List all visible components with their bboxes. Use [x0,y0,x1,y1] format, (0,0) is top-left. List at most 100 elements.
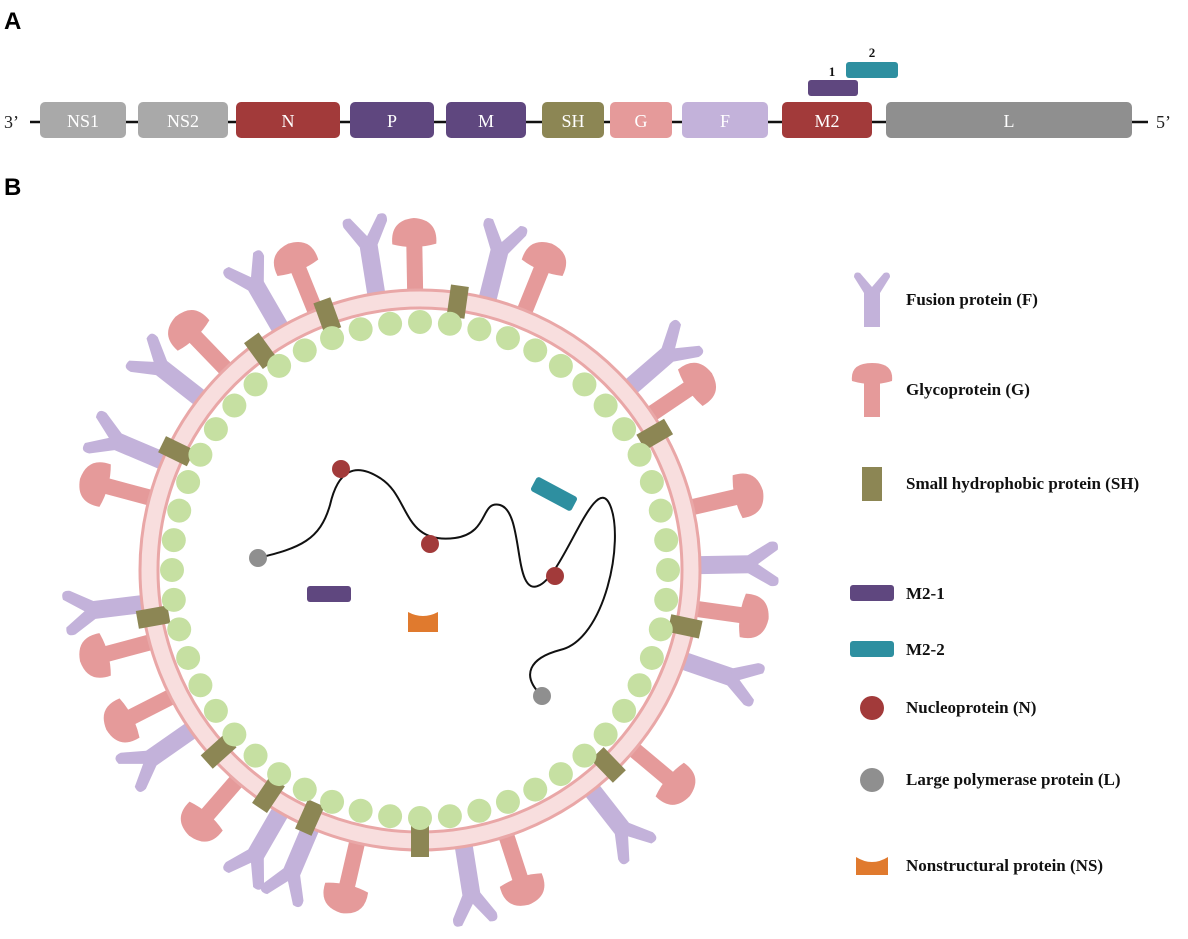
genome-5-prime-label: 5’ [1156,112,1171,132]
polymerase-icon [846,750,898,810]
matrix-protein-bead [408,806,432,830]
matrix-protein-bead [292,338,317,363]
panel-label-b: B [4,174,22,201]
matrix-protein-bead [572,743,597,768]
matrix-protein-bead [548,762,573,787]
matrix-protein-bead [188,442,213,467]
m2-2-icon [846,620,898,680]
matrix-protein-bead [176,645,201,670]
glycoprotein-spike [79,462,166,509]
genome-map: 3’ 5’ NS1 NS2 N P M SH G F M2 L 1 2 [4,45,1171,138]
matrix-protein-bead [176,470,201,495]
matrix-protein-bead [161,587,186,612]
matrix-protein-bead [437,804,462,829]
glycoprotein-spike [323,827,369,914]
matrix-protein-bead [467,317,492,342]
panel-label-a: A [4,8,22,35]
legend-item-ns: Nonstructural protein (NS) [846,836,1103,896]
m2-orf2-label: 2 [869,45,876,60]
gene-box-n [236,102,340,138]
legend-item-g: Glycoprotein (G) [846,360,1030,420]
gene-label-m2: M2 [814,111,839,131]
matrix-protein-bead [523,777,548,802]
gene-label-n: N [282,111,295,131]
matrix-protein-bead [243,372,268,397]
gene-label-f: F [720,111,730,131]
gene-label-m: M [478,111,494,131]
gene-label-g: G [635,111,648,131]
matrix-protein-bead [267,762,292,787]
legend-label-g: Glycoprotein (G) [906,380,1030,399]
legend-label-n: Nucleoprotein (N) [906,698,1037,717]
gene-box-l [886,102,1132,138]
matrix-protein-bead [648,498,673,523]
legend-item-sh: Small hydrophobic protein (SH) [846,454,1176,514]
legend-label-l: Large polymerase protein (L) [906,770,1121,789]
fusion-protein-icon [846,270,898,330]
matrix-protein-bead [654,587,679,612]
gene-label-p: P [387,111,397,131]
gene-box-m2 [782,102,872,138]
fusion-protein-spike [685,541,779,587]
nucleoprotein [332,460,350,478]
legend-item-m22: M2-2 [846,620,945,680]
matrix-protein-bead [203,698,228,723]
legend-label-sh: Small hydrophobic protein (SH) [906,474,1140,493]
matrix-protein-bead [654,528,679,553]
matrix-protein-bead [167,617,192,642]
glycoprotein-spike [79,631,166,678]
gene-box-p [350,102,434,138]
matrix-protein-bead [627,673,652,698]
matrix-protein-bead [437,311,462,336]
matrix-protein-bead [378,804,403,829]
sh-protein [667,614,703,639]
matrix-protein-bead [222,393,247,418]
matrix-protein-bead [648,617,673,642]
legend-item-n: Nucleoprotein (N) [846,678,1036,738]
m2-orf1-label: 1 [829,64,836,79]
legend-label-m22: M2-2 [906,640,945,659]
matrix-protein-bead [593,393,618,418]
matrix-protein-bead [348,798,373,823]
matrix-protein-bead [548,353,573,378]
matrix-protein-bead [320,789,345,814]
gene-box-ns2 [138,102,228,138]
gene-label-ns2: NS2 [167,111,199,131]
matrix-protein-bead [203,417,228,442]
matrix-protein-bead [292,777,317,802]
matrix-protein-bead [348,317,373,342]
matrix-protein-bead [593,722,618,747]
gene-box-m [446,102,526,138]
glycoprotein-spike [682,593,769,639]
matrix-protein-bead [167,498,192,523]
nucleoprotein [546,567,564,585]
matrix-protein-bead [222,722,247,747]
legend-label-f: Fusion protein (F) [906,290,1038,309]
genome-3-prime-label: 3’ [4,112,19,132]
legend-item-l: Large polymerase protein (L) [846,750,1186,810]
sh-protein [135,605,171,629]
matrix-protein-bead [523,338,548,363]
glycoprotein-spike [677,473,764,519]
matrix-protein-bead [627,442,652,467]
gene-label-l: L [1004,111,1015,131]
sh-protein [411,825,429,857]
legend-item-m21: M2-1 [846,564,945,624]
legend-label-ns: Nonstructural protein (NS) [906,856,1104,875]
sh-protein [313,297,342,334]
polymerase-l [533,687,551,705]
gene-label-ns1: NS1 [67,111,99,131]
matrix-protein-bead [612,698,637,723]
matrix-protein-bead [495,789,520,814]
nonstructural-icon [846,836,898,896]
legend-item-f: Fusion protein (F) [846,270,1038,330]
gene-box-sh [542,102,604,138]
gene-label-sh: SH [561,111,584,131]
matrix-protein-bead [378,311,403,336]
matrix-protein-bead [639,470,664,495]
matrix-protein-bead [161,528,186,553]
m2-orf1-bar [808,80,858,96]
matrix-protein-bead [656,558,680,582]
m2-orf2-bar [846,62,898,78]
gene-box-g [610,102,672,138]
